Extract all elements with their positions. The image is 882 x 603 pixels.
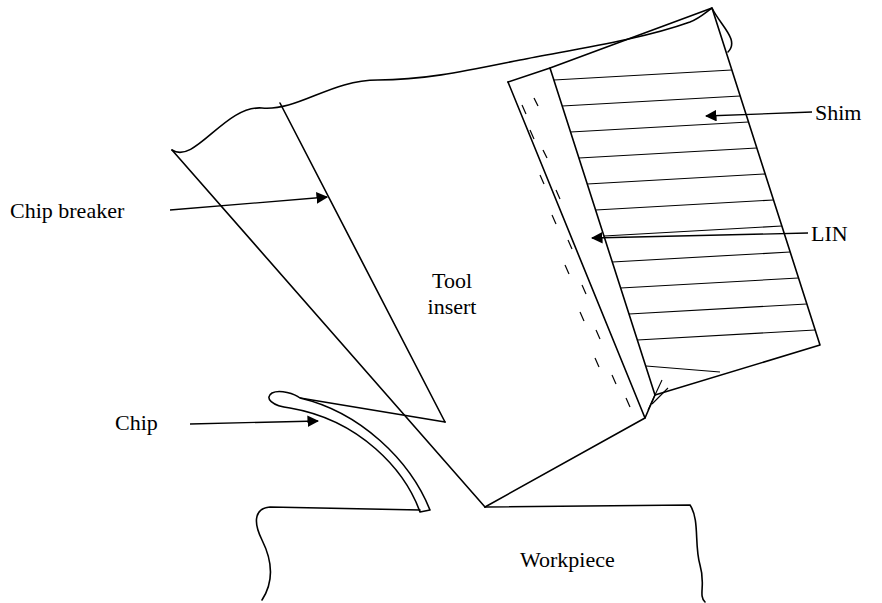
leader-lines [170,112,812,424]
shim-hatching [554,70,815,410]
part-label: Chip breaker [10,198,170,224]
chip-breaker-line [280,103,445,422]
part-label: Shim [815,100,882,126]
part-label: Workpiece [520,547,650,573]
part-label: Tool insert [412,268,492,320]
part-label: Chip [115,410,185,436]
leader-lin [592,233,808,238]
leader-chip-breaker [170,197,327,210]
workpiece-outline [256,505,705,602]
leader-chip [190,421,318,424]
leader-shim [706,112,812,116]
chip [269,392,430,512]
shim-outline [550,8,820,395]
rake-face-line [172,150,485,507]
tool-break-outline [172,8,732,152]
part-label: LIN [811,221,871,247]
insert-edge [485,82,645,507]
lin-layer [508,68,655,418]
lin-ticks [522,98,630,407]
